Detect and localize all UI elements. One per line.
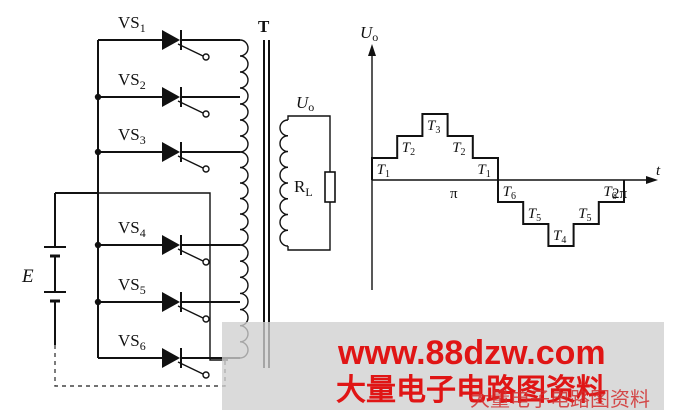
center-tap-wire xyxy=(98,192,228,361)
gate-terminal xyxy=(202,165,210,173)
watermark-url: www.88dzw.com xyxy=(337,334,606,372)
thyristor-triangle-icon xyxy=(162,87,180,107)
step-label: T1 xyxy=(377,162,390,180)
thyristor-label: VS6 xyxy=(118,331,146,353)
thyristor-label: VS2 xyxy=(118,70,146,92)
gate-terminal xyxy=(202,315,210,323)
step-label: T6 xyxy=(503,184,516,202)
x-axis-arrow-icon xyxy=(646,176,658,184)
thyristor-triangle-icon xyxy=(162,30,180,50)
thyristor-vs5: VS5 xyxy=(94,275,240,323)
gate-terminal xyxy=(202,53,210,61)
thyristor-triangle-icon xyxy=(162,292,180,312)
step-label: T6 xyxy=(603,184,616,202)
thyristor-vs6: VS6 xyxy=(98,331,240,379)
step-label: T2 xyxy=(452,140,465,158)
step-label: T5 xyxy=(578,206,591,224)
battery: E xyxy=(21,192,98,345)
thyristor-vs1: VS1 xyxy=(98,13,240,61)
step-label: T1 xyxy=(477,162,490,180)
thyristor-label: VS4 xyxy=(118,218,146,240)
watermark-band xyxy=(222,322,664,410)
transformer-primary xyxy=(239,39,249,359)
thyristor-vs2: VS2 xyxy=(94,70,240,118)
thyristor-triangle-icon xyxy=(162,235,180,255)
thyristor-label: VS1 xyxy=(118,13,146,35)
source-label: E xyxy=(21,266,34,287)
transformer-secondary xyxy=(279,119,289,247)
load-label: RL xyxy=(294,177,313,199)
step-label: T2 xyxy=(402,140,415,158)
step-label: T5 xyxy=(528,206,541,224)
transformer-label: T xyxy=(258,17,270,36)
output-label: Uo xyxy=(296,93,314,114)
watermark: www.88dzw.com 大量电子电路图资料 大量电子电路图资料 xyxy=(222,322,664,410)
step-label: T4 xyxy=(553,228,566,246)
stepped-wave xyxy=(371,113,625,247)
watermark-cn-secondary: 大量电子电路图资料 xyxy=(470,387,650,410)
thyristor-triangle-icon xyxy=(162,348,180,368)
load-resistor xyxy=(324,171,336,203)
watermark-cn-main: 大量电子电路图资料 xyxy=(336,373,606,408)
thyristor-triangle-icon xyxy=(162,142,180,162)
thyristor-vs4: VS4 xyxy=(94,218,240,266)
step-label: T3 xyxy=(427,118,440,136)
x-axis-label: t xyxy=(656,163,661,179)
thyristor-vs3: VS3 xyxy=(94,125,240,173)
load-wire-top xyxy=(287,115,331,172)
pi-label: π xyxy=(450,186,458,202)
gate-terminal xyxy=(202,110,210,118)
y-axis-arrow-icon xyxy=(368,44,376,56)
thyristor-label: VS5 xyxy=(118,275,146,297)
y-axis-label: Uo xyxy=(360,23,378,44)
gate-terminal xyxy=(202,258,210,266)
thyristor-label: VS3 xyxy=(118,125,146,147)
gate-terminal xyxy=(202,371,210,379)
load-wire-bottom xyxy=(287,202,331,251)
